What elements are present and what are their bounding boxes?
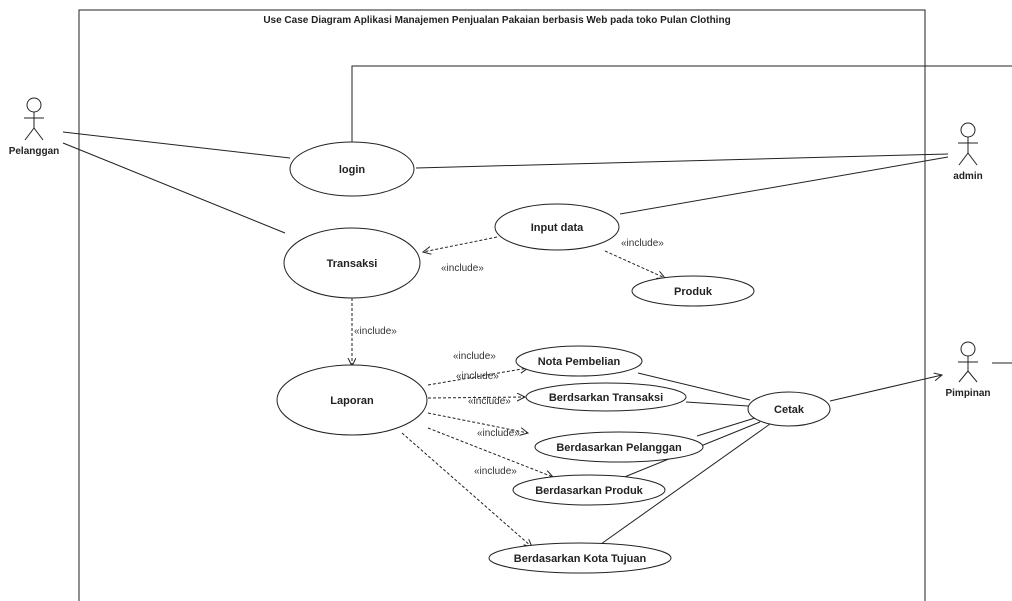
include-label: «include» — [621, 238, 664, 249]
use-case-login[interactable]: login — [289, 141, 415, 197]
include-dependencies — [352, 236, 665, 547]
use-case-input-data[interactable]: Input data — [494, 203, 620, 251]
use-case-berdasarkan-pelanggan[interactable]: Berdasarkan Pelanggan — [534, 431, 704, 463]
use-case-produk[interactable]: Produk — [631, 275, 755, 307]
use-case-label: Produk — [674, 286, 713, 298]
include-inputdata-produk — [604, 250, 665, 278]
use-case-label: Berdasarkan Pelanggan — [556, 442, 682, 454]
include-inputdata-transaksi — [423, 236, 498, 252]
include-laporan-berdsarkan-transaksi — [427, 397, 525, 398]
assoc-pelanggan-cetak — [696, 417, 756, 437]
use-case-label: login — [339, 164, 366, 176]
assoc-kota-cetak — [600, 423, 771, 545]
assoc-login-offscreen — [351, 65, 1012, 143]
include-label: «include» — [468, 396, 511, 407]
actor-label: Pelanggan — [9, 146, 60, 157]
diagram-title: Use Case Diagram Aplikasi Manajemen Penj… — [263, 15, 730, 26]
system-boundary — [78, 9, 926, 601]
assoc-nota-cetak — [637, 372, 751, 401]
include-laporan-nota — [427, 368, 528, 386]
use-case-label: Berdasarkan Produk — [535, 485, 643, 497]
use-case-label: Laporan — [330, 395, 374, 407]
include-laporan-berdasarkan-kota — [401, 432, 532, 547]
assoc-inputdata-admin — [619, 156, 949, 215]
use-case-label: Cetak — [774, 404, 805, 416]
include-laporan-berdasarkan-pelanggan — [427, 412, 528, 433]
actor-admin[interactable]: admin — [953, 122, 983, 182]
stick-figure-icon — [958, 341, 978, 383]
assoc-pelanggan-transaksi — [62, 142, 286, 234]
use-case-label: Nota Pembelian — [538, 356, 621, 368]
use-case-label: Berdasarkan Kota Tujuan — [514, 553, 647, 565]
stereotype-labels: «include» «include» «include» «include» … — [354, 238, 664, 477]
include-label: «include» — [456, 371, 499, 382]
assoc-login-admin — [415, 153, 949, 169]
stick-figure-icon — [24, 97, 44, 141]
actor-pelanggan[interactable]: Pelanggan — [9, 97, 60, 157]
stick-figure-icon — [958, 122, 978, 166]
assoc-pelanggan-login — [62, 131, 291, 159]
use-case-berdsarkan-transaksi[interactable]: Berdsarkan Transaksi — [525, 382, 687, 412]
use-case-cetak[interactable]: Cetak — [747, 391, 831, 427]
include-label: «include» — [441, 263, 484, 274]
include-laporan-berdasarkan-produk — [427, 427, 553, 477]
use-case-berdasarkan-produk[interactable]: Berdasarkan Produk — [512, 474, 666, 506]
use-case-nota-pembelian[interactable]: Nota Pembelian — [515, 345, 643, 377]
use-case-laporan[interactable]: Laporan — [276, 364, 428, 436]
actor-pimpinan[interactable]: Pimpinan — [945, 341, 991, 399]
use-case-label: Transaksi — [327, 258, 378, 270]
associations — [62, 65, 1012, 545]
actor-label: Pimpinan — [945, 388, 990, 399]
use-case-berdasarkan-kota-tujuan[interactable]: Berdasarkan Kota Tujuan — [488, 542, 672, 574]
use-case-label: Berdsarkan Transaksi — [549, 392, 663, 404]
include-label: «include» — [474, 466, 517, 477]
assoc-transaksi-cetak — [685, 401, 749, 407]
include-label: «include» — [354, 326, 397, 337]
include-label: «include» — [453, 351, 496, 362]
actor-label: admin — [953, 171, 982, 182]
assoc-cetak-pimpinan — [829, 375, 942, 402]
use-case-label: Input data — [531, 222, 584, 234]
include-label: «include» — [477, 428, 520, 439]
use-case-transaksi[interactable]: Transaksi — [283, 227, 421, 299]
